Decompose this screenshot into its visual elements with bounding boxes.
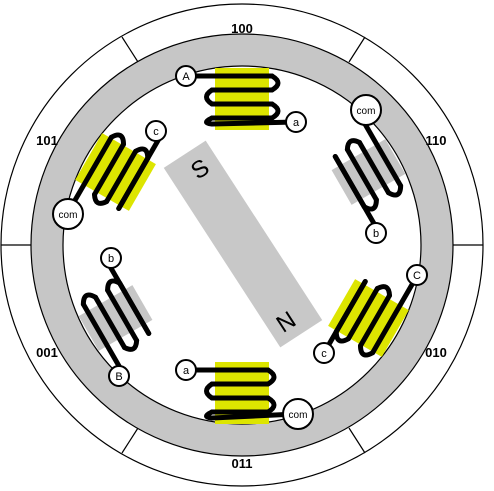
terminal-c-lower-right-label: c [321, 348, 327, 360]
terminal-com-bottom-label: com [289, 410, 308, 421]
winding-upper-left [68, 132, 164, 211]
pole-core-lower-left [78, 285, 153, 351]
bar-magnet [163, 140, 323, 348]
winding-upper-right [332, 117, 404, 229]
sector-label-bottom: 011 [232, 456, 253, 471]
terminal-com-upper-right [350, 94, 382, 126]
winding-bottom [183, 367, 299, 421]
pole-top: A a [175, 65, 307, 133]
terminal-com-bottom [282, 398, 314, 430]
terminal-c-upper-left [145, 120, 167, 142]
magnet-body [163, 140, 323, 348]
terminal-c-lower-right [313, 342, 335, 364]
sector-label-upper-right: 110 [426, 133, 447, 148]
terminal-b-upper-right [365, 222, 387, 244]
pole-upper-left [68, 132, 164, 211]
pole-core-upper-right [331, 139, 406, 205]
terminal-com-upper-left [52, 198, 84, 230]
terminal-com-upper-left-label: com [59, 210, 78, 221]
terminal-C-lower-right-label: C [413, 270, 421, 282]
sector-dividers [1, 36, 483, 454]
pole-lower-right [320, 279, 416, 358]
pole-lower-left [78, 261, 153, 373]
terminal-A-label: A [182, 71, 190, 83]
sector-label-lower-left: 001 [36, 345, 58, 360]
terminal-c-upper-left-label: c [153, 126, 159, 138]
terminal-a-bottom [175, 359, 197, 381]
pole-bottom: a com [175, 359, 314, 430]
terminal-C-lower-right [406, 264, 428, 286]
terminal-b-lower-left-label: b [108, 253, 114, 265]
terminal-b-upper-right-label: b [373, 228, 379, 240]
terminal-b-lower-left [100, 247, 122, 269]
terminal-a-bottom-label: a [183, 365, 190, 377]
sector-label-top: 100 [231, 21, 253, 36]
winding-lower-left [80, 261, 152, 373]
terminal-B-lower-left [108, 365, 130, 387]
terminal-a-top [285, 111, 307, 133]
winding-lower-right [320, 279, 416, 358]
terminal-B-lower-left-label: B [115, 371, 122, 383]
sector-label-lower-right: 010 [425, 345, 447, 360]
winding-top [183, 73, 299, 127]
pole-upper-right [331, 117, 406, 229]
terminal-a-top-label: a [293, 117, 300, 129]
terminal-com-upper-right-label: com [357, 106, 376, 117]
sector-label-upper-left: 101 [36, 133, 58, 148]
terminal-A [175, 65, 197, 87]
